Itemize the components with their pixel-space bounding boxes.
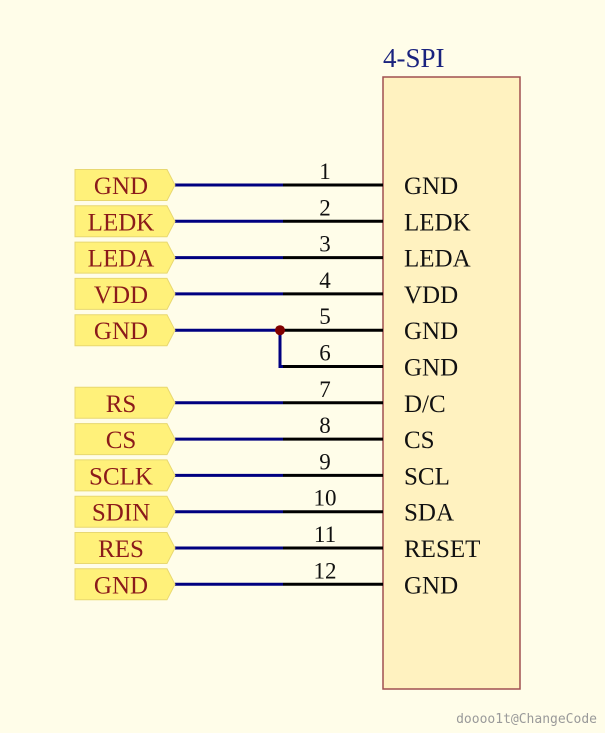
net-label-text: GND xyxy=(94,318,148,345)
pin-number: 12 xyxy=(314,558,337,583)
pin-name: VDD xyxy=(404,282,458,309)
net-label-shape xyxy=(74,423,176,456)
footer-watermark: doooo1t@ChangeCode xyxy=(456,712,597,727)
pin-name: SCL xyxy=(404,463,450,490)
net-label-text: RES xyxy=(98,536,144,563)
net-label-text: SCLK xyxy=(89,463,153,490)
net-label-shape xyxy=(74,205,176,238)
wire-pin5-pin6-link xyxy=(278,330,383,368)
net-label-text: SDIN xyxy=(92,500,150,527)
net-label-shape xyxy=(74,241,176,274)
net-label-text: LEDK xyxy=(88,209,155,236)
pin-number: 4 xyxy=(319,268,331,293)
net-label-shape xyxy=(74,568,176,601)
pin-number: 3 xyxy=(319,232,331,257)
component-body xyxy=(382,76,521,690)
pin-number: 1 xyxy=(319,159,331,184)
pin-name: D/C xyxy=(404,391,446,418)
pin-name: GND xyxy=(404,572,458,599)
pins-group: 1GND2LEDK3LEDA4VDD5GND6GND7D/C8CS9SCL10S… xyxy=(283,159,480,599)
pin-number: 2 xyxy=(319,195,331,220)
pin-number: 5 xyxy=(319,304,331,329)
pin-name: CS xyxy=(404,427,435,454)
net-label-shape xyxy=(74,459,176,492)
pin-name: GND xyxy=(404,173,458,200)
net-label-text: RS xyxy=(106,391,137,418)
net-label-shape xyxy=(74,277,176,310)
pin-number: 9 xyxy=(319,449,331,474)
pin-number: 10 xyxy=(314,486,337,511)
net-label-shape xyxy=(74,495,176,528)
pin-name: LEDA xyxy=(404,246,471,273)
pin-number: 8 xyxy=(319,413,331,438)
pin-name: GND xyxy=(404,355,458,382)
pin-name: RESET xyxy=(404,536,480,563)
pin-name: LEDK xyxy=(404,209,471,236)
pin-name: GND xyxy=(404,318,458,345)
net-label-text: GND xyxy=(94,572,148,599)
net-label-text: GND xyxy=(94,173,148,200)
pin-number: 6 xyxy=(319,341,331,366)
component-title: 4-SPI xyxy=(383,43,445,73)
pin-number: 11 xyxy=(314,522,336,547)
net-label-text: VDD xyxy=(94,282,148,309)
pin-number: 7 xyxy=(319,377,331,402)
net-labels-group: GND LEDK LEDA VDD GND RS CS SCLK SDIN RES GND xyxy=(74,169,176,601)
junction-dot xyxy=(275,325,285,336)
net-label-shape xyxy=(74,532,176,564)
net-label-shape xyxy=(74,169,176,201)
net-label-text: LEDA xyxy=(88,246,155,273)
pin-name: SDA xyxy=(404,500,454,527)
wires-group xyxy=(175,183,383,586)
net-label-shape xyxy=(74,314,176,347)
net-label-text: CS xyxy=(106,427,137,454)
net-label-shape xyxy=(74,386,176,419)
